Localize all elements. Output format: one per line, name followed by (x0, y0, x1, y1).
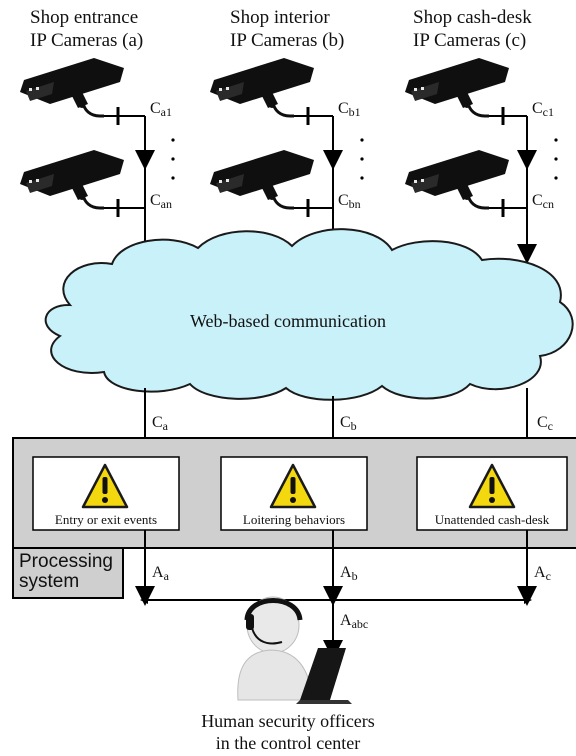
camera-connectors-a (104, 107, 155, 264)
camera-label-a1: Ca1 (150, 100, 172, 119)
processing-label-box (12, 547, 124, 599)
camera-label-an: Can (150, 192, 172, 211)
camera-icon (18, 56, 126, 118)
camera-icon (403, 56, 511, 118)
column-title-line: Shop entrance (30, 7, 139, 28)
camera-icon (403, 148, 511, 210)
column-title-b: Shop interior IP Cameras (b) (230, 6, 344, 52)
column-title-line: Shop cash-desk (413, 7, 532, 28)
camera-label-cn: Ccn (532, 192, 554, 211)
camera-connectors-c (489, 107, 537, 264)
column-title-a: Shop entrance IP Cameras (a) (30, 6, 143, 52)
camera-icon (208, 56, 316, 118)
officers-caption-line: in the control center (215, 733, 361, 753)
cloud-label: Web-based communication (190, 311, 386, 331)
alarm-label-abc: Aabc (340, 612, 369, 631)
camera-label-c1: Cc1 (532, 100, 554, 119)
alarm-label-b: Ab (340, 564, 358, 583)
officers-caption: Human security officers in the control c… (0, 710, 576, 754)
column-title-c: Shop cash-desk IP Cameras (c) (413, 6, 532, 52)
camera-label-bn: Cbn (338, 192, 361, 211)
stream-label-a: Ca (152, 414, 168, 433)
officers-caption-line: Human security officers (201, 711, 375, 731)
ellipsis-dots (171, 138, 558, 180)
column-title-line: IP Cameras (c) (413, 30, 527, 51)
camera-icon (18, 148, 126, 210)
processing-system-label: Processing system (19, 552, 113, 592)
camera-icon (208, 148, 316, 210)
alert-label-a: Entry or exit events (54, 512, 158, 527)
officer-with-laptop-icon (237, 596, 352, 704)
column-title-line: IP Cameras (b) (230, 30, 345, 51)
camera-label-b1: Cb1 (338, 100, 361, 119)
column-title-line: IP Cameras (a) (30, 30, 144, 51)
alarm-label-a: Aa (152, 564, 169, 583)
alert-label-b: Loitering behaviors (242, 512, 346, 527)
alert-label-c: Unattended cash-desk (434, 512, 550, 527)
camera-connectors-b (294, 107, 343, 264)
processing-label-line: system (19, 571, 80, 592)
column-title-line: Shop interior (230, 7, 330, 28)
stream-label-b: Cb (340, 414, 357, 433)
alarm-label-c: Ac (534, 564, 551, 583)
stream-label-c: Cc (537, 414, 553, 433)
processing-label-line: Processing (19, 551, 113, 572)
cloud-shape (44, 228, 574, 401)
alarm-arrows (135, 530, 537, 660)
